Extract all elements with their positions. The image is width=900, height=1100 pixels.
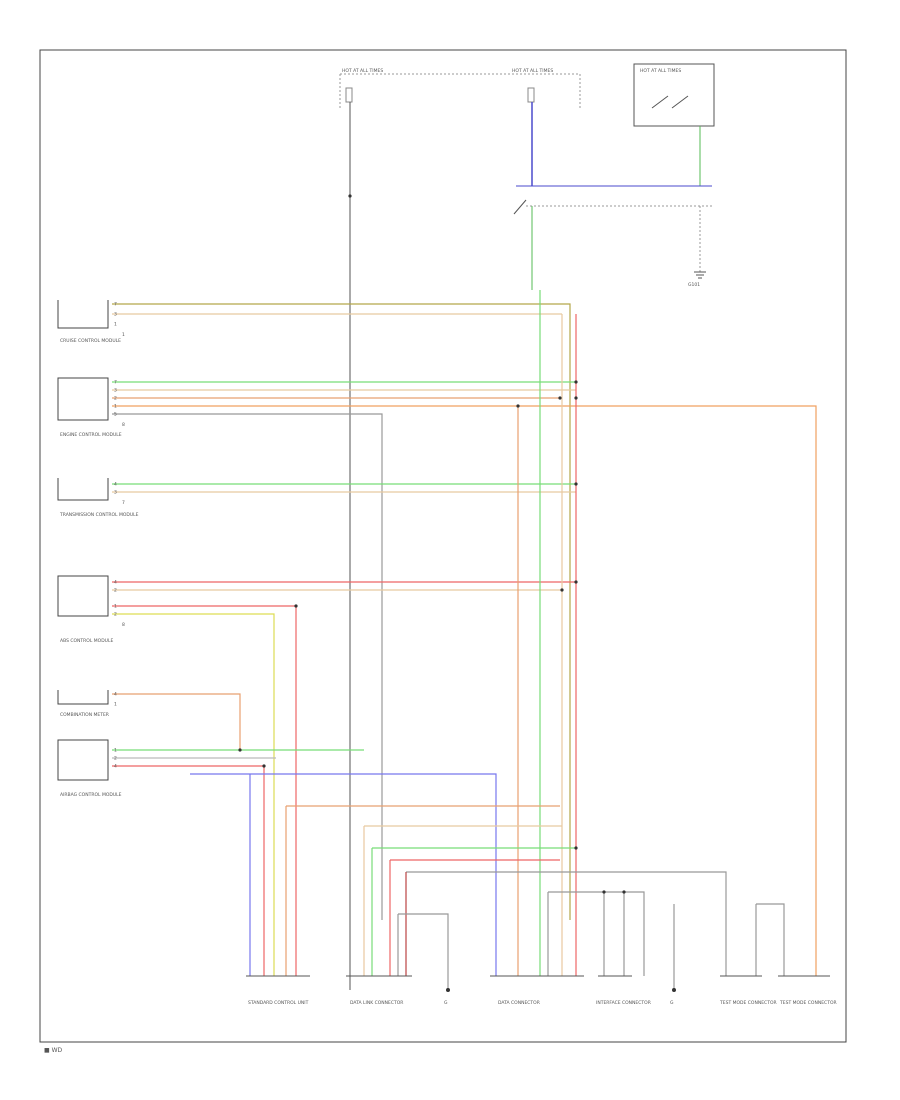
bottom-label-1: STANDARD CONTROL UNIT [248, 1000, 309, 1006]
module-pin-label: 7 [114, 380, 117, 386]
module-abs-control [57, 575, 109, 617]
module-connector-ref: 7 [122, 500, 125, 506]
module-engine-control [57, 377, 109, 421]
module-pin-label: 3 [114, 388, 117, 394]
module-label-airbag: AIRBAG CONTROL MODULE [60, 792, 122, 798]
bottom-label-8: TEST MODE CONNECTOR [779, 1000, 837, 1006]
module-pin-label: 2 [114, 756, 117, 762]
power-label-2: HOT AT ALL TIMES [512, 68, 553, 74]
module-pin-label: 5 [114, 412, 117, 418]
diagram-border [39, 49, 847, 1043]
bottom-label-5: INTERFACE CONNECTOR [596, 1000, 651, 1006]
module-connector-ref: 8 [122, 422, 125, 428]
module-pin-label: 7 [114, 302, 117, 308]
module-pin-label: 4 [114, 482, 117, 488]
module-pin-label: 1 [114, 604, 117, 610]
ground-label-top: G101 [688, 282, 700, 288]
power-label-3: HOT AT ALL TIMES [640, 68, 681, 74]
module-airbag-control [57, 739, 109, 781]
module-pin-label: 3 [114, 490, 117, 496]
bottom-label-3: G [444, 1000, 448, 1006]
module-pin-label: 2 [114, 396, 117, 402]
module-cruise-control [57, 300, 109, 329]
module-label-abs: ABS CONTROL MODULE [60, 638, 113, 644]
bottom-label-6: G [670, 1000, 674, 1006]
module-pin-label: 4 [114, 580, 117, 586]
bottom-label-4: DATA CONNECTOR [498, 1000, 540, 1006]
module-pin-label: 1 [114, 748, 117, 754]
module-pin-label: 4 [114, 764, 117, 770]
module-pin-label: 2 [114, 588, 117, 594]
module-pin-label: 1 [114, 702, 117, 708]
module-pin-label: 1 [114, 322, 117, 328]
module-connector-ref: 8 [122, 622, 125, 628]
module-connector-ref: 1 [122, 332, 125, 338]
module-label-engine: ENGINE CONTROL MODULE [60, 432, 122, 438]
bottom-label-2: DATA LINK CONNECTOR [350, 1000, 403, 1006]
module-transmission-control [57, 478, 109, 501]
wire-runs [112, 290, 817, 990]
power-label-1: HOT AT ALL TIMES [342, 68, 383, 74]
module-pin-label: 1 [114, 404, 117, 410]
bottom-label-7: TEST MODE CONNECTOR [719, 1000, 777, 1006]
module-label-transmission: TRANSMISSION CONTROL MODULE [59, 512, 139, 518]
module-pin-label: 4 [114, 692, 117, 698]
power-section [339, 63, 715, 990]
splice-points [238, 194, 676, 992]
module-pin-label: 2 [114, 612, 117, 618]
module-pin-label: 3 [114, 312, 117, 318]
module-combination-meter [57, 690, 109, 705]
module-label-cruise: CRUISE CONTROL MODULE [60, 338, 121, 344]
module-label-meter: COMBINATION METER [60, 712, 109, 718]
footer-code: ■ WD [44, 1047, 63, 1054]
